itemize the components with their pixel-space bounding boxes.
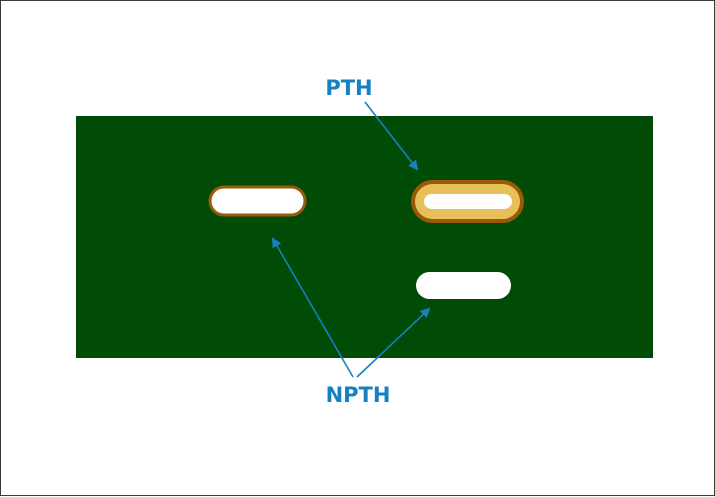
pcb-board (76, 116, 653, 358)
npth-arrow-right (356, 307, 431, 378)
npth-slot-left (208, 185, 307, 217)
npth-slot-right (416, 272, 511, 299)
pth-slot (411, 180, 524, 223)
pth-label: PTH (325, 76, 372, 100)
pth-drill-hole (424, 194, 512, 209)
npth-arrow-left (271, 237, 354, 378)
npth-label: NPTH (326, 383, 391, 407)
pth-arrow (364, 101, 419, 171)
